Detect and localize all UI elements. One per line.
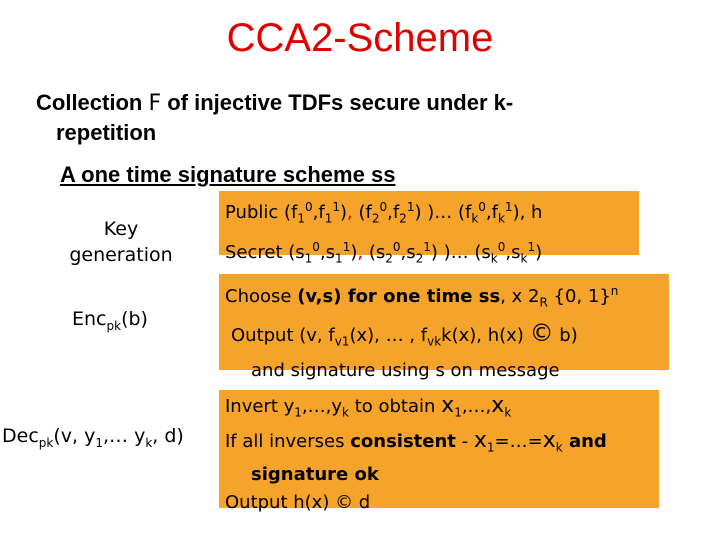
label-generation: generation	[69, 244, 173, 266]
output-b: (x), … , f	[349, 324, 428, 346]
dec-output-line: Output h(x) © d	[225, 492, 371, 514]
dec-args-c: , d)	[152, 425, 184, 447]
bullet-collection: Collection F of injective TDFs secure un…	[36, 90, 513, 116]
dec-consistent-line: If all inverses consistent - x1=…=xk and	[225, 427, 607, 455]
output-d: b)	[553, 324, 578, 346]
output-vk: vk	[427, 334, 442, 349]
choose-in: 2	[528, 286, 540, 307]
xor-symbol: ©	[529, 318, 554, 347]
consistent-xk: x	[542, 427, 556, 453]
dec-box: Invert y1,…,yk to obtain x1,…,xk If all …	[219, 390, 659, 513]
choose-text: Choose	[225, 286, 298, 307]
dec-signature-ok-line: signature ok	[225, 461, 655, 489]
signature-ok: signature ok	[251, 464, 379, 486]
signature-scheme-text: A one time signature scheme	[60, 162, 371, 187]
output-a: Output (v, f	[231, 324, 335, 346]
bullet-collection-text-b: of injective TDFs secure under k-	[161, 90, 514, 115]
enc-sub: pk	[106, 318, 122, 333]
bullet-repetition: repetition	[56, 120, 157, 145]
public-prefix: Public (f	[225, 202, 298, 223]
output-c: k(x), h(x)	[441, 324, 530, 346]
bullet-collection-text-a: Collection	[36, 90, 149, 115]
dec-invert-line: Invert y1,…,yk to obtain x1,…,xk	[225, 393, 512, 420]
choose-R: R	[539, 295, 548, 310]
consistent-bold: consistent	[350, 430, 456, 452]
choose-for: for one time	[341, 286, 479, 307]
choose-ss: ss	[478, 286, 501, 307]
enc-box: Choose (v,s) for one time ss, x 2R {0, 1…	[219, 274, 669, 381]
label-dec: Decpk(v, y1,… yk, d)	[2, 423, 184, 456]
dec-text: Dec	[2, 425, 39, 447]
enc-arg: (b)	[121, 308, 148, 330]
enc-choose-line: Choose (v,s) for one time ss, x 2R {0, 1…	[225, 276, 665, 318]
dec-sub1: 1	[95, 435, 103, 450]
label-enc: Encpk(b)	[72, 306, 148, 339]
enc-signature-line: and signature using s on message	[251, 360, 560, 382]
invert-xk: x	[491, 393, 505, 418]
invert-d: ,…,	[461, 396, 492, 417]
dec-sub: pk	[38, 435, 54, 450]
choose-n: n	[610, 284, 619, 298]
consistent-b: -	[455, 430, 474, 452]
public-key-line: Public (f10,f11), (f20,f21) )… (fk0,fk1)…	[225, 200, 543, 226]
dec-args-b: ,… y	[102, 425, 146, 447]
consistent-a: If all inverses	[225, 430, 351, 452]
dec-subk: k	[145, 435, 153, 450]
label-key-generation: Key generation	[56, 216, 186, 268]
output-v1: v1	[334, 334, 350, 349]
page-title: CCA2-Scheme	[226, 16, 494, 60]
consistent-c: =…=	[494, 430, 543, 452]
invert-a: Invert y	[225, 396, 295, 417]
consistent-x1: x	[473, 427, 487, 453]
invert-b: ,…,y	[301, 396, 343, 417]
secret-key-line: Secret (s10,s11), (s20,s21) )… (sk0,sk1)	[225, 239, 543, 266]
enc-text: Enc	[72, 308, 107, 330]
choose-x: , x	[500, 286, 529, 307]
keygen-box: Public (f10,f11), (f20,f21) )… (fk0,fk1)…	[219, 191, 639, 265]
invert-c: to obtain	[348, 396, 442, 417]
signature-scheme-ss: ss	[370, 162, 396, 187]
secret-prefix: Secret (s	[225, 241, 305, 263]
bullet-signature-scheme: A one time signature scheme ss	[60, 162, 395, 188]
choose-vs: (v,s)	[297, 286, 342, 307]
collection-F-symbol: F	[148, 91, 162, 116]
enc-output-line: Output (v, fv1(x), … , fvkk(x), h(x) © b…	[225, 318, 665, 357]
invert-x: x	[441, 393, 455, 418]
choose-set: {0, 1}	[547, 286, 611, 307]
dec-args-a: (v, y	[53, 425, 96, 447]
consistent-and: and	[562, 430, 607, 452]
label-key: Key	[103, 218, 139, 240]
